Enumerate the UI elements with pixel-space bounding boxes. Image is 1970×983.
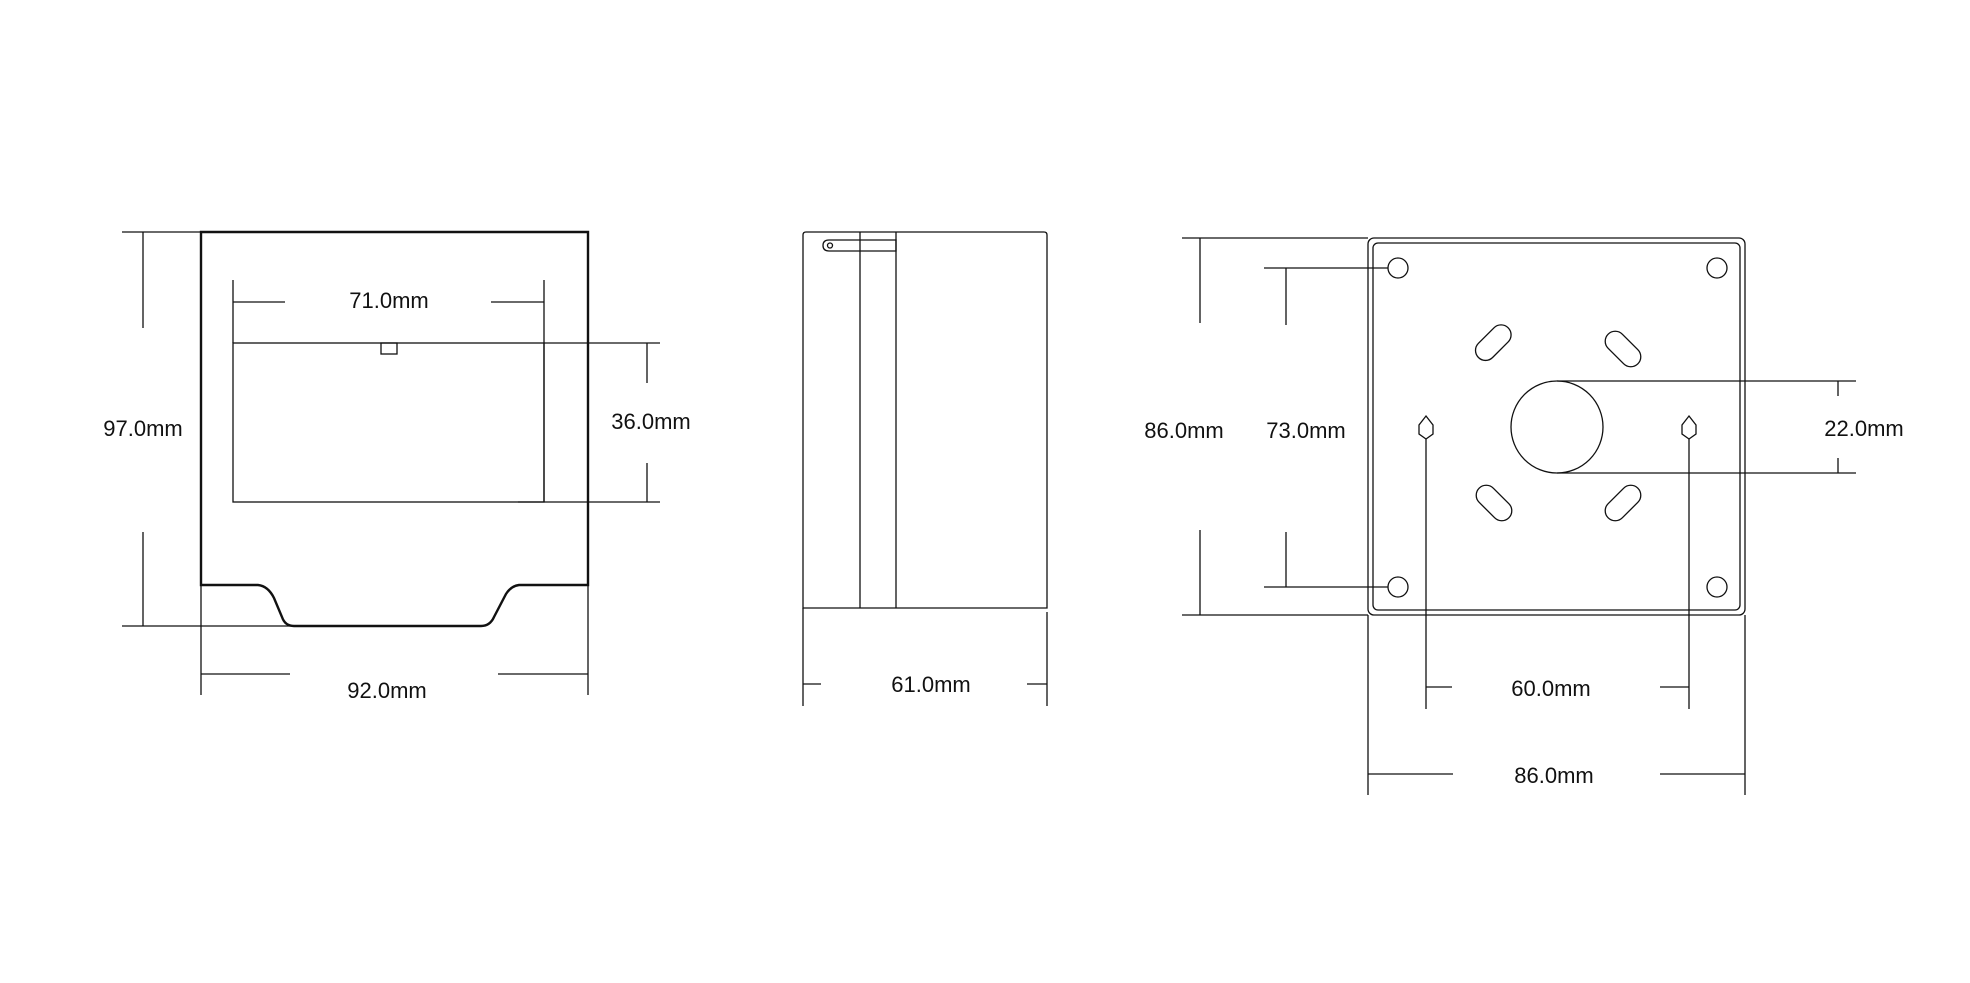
front-housing-outline [199, 230, 590, 628]
slot-hole [1474, 324, 1512, 362]
hex-stud [1681, 414, 1697, 440]
side-latch-hole [826, 242, 834, 249]
dim-label-hole-horizontal-spacing: 60.0mm [1511, 676, 1590, 701]
dim-label-outer-height: 86.0mm [1144, 418, 1223, 443]
dim-label-width: 92.0mm [347, 678, 426, 703]
slot-hole [1475, 484, 1513, 522]
front-view: 97.0mm 71.0mm 36.0mm 92.0mm [103, 230, 691, 703]
dim-label-height: 97.0mm [103, 416, 182, 441]
center-hole [1510, 380, 1604, 474]
window-tab [380, 342, 398, 355]
back-plate-outer [1367, 237, 1746, 616]
slot-hole [1604, 330, 1642, 368]
dim-label-window-width: 71.0mm [349, 288, 428, 313]
dim-label-window-height: 36.0mm [611, 409, 690, 434]
hex-stud [1418, 414, 1434, 440]
mounting-hole [1706, 257, 1728, 279]
slot-hole [1604, 484, 1642, 522]
dim-label-outer-width: 86.0mm [1514, 763, 1593, 788]
mounting-hole [1387, 576, 1409, 598]
mounting-hole [1706, 576, 1728, 598]
dim-label-hole-vertical-spacing: 73.0mm [1266, 418, 1345, 443]
dim-label-center-hole: 22.0mm [1824, 416, 1903, 441]
display-window [232, 342, 545, 503]
mounting-hole [1387, 257, 1409, 279]
back-plate-inner [1372, 242, 1741, 611]
back-view: 86.0mm 73.0mm 22.0mm 60.0mm 86.0mm [1144, 237, 1904, 795]
dim-label-depth: 61.0mm [891, 672, 970, 697]
side-view: 61.0mm [802, 231, 1048, 706]
side-latch [822, 239, 897, 252]
side-housing-outline [802, 231, 1048, 609]
